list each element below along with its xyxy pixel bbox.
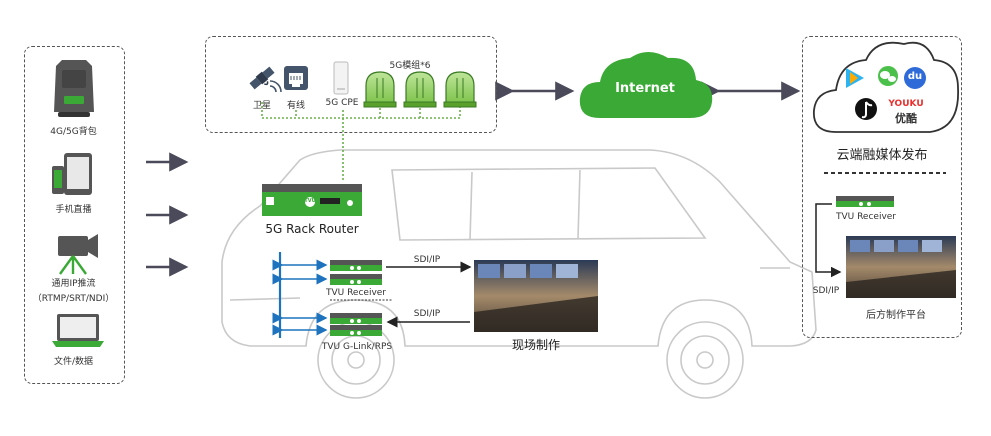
satellite-label: 卫星 [252,101,271,111]
remote-receiver-graphic [836,196,894,207]
wired-label: 有线 [286,101,305,111]
publish-cloud [813,41,959,133]
phone-icon-graphic [52,153,92,195]
ip-stream-label: 通用IP推流 [51,279,96,289]
uplinks-panel [205,36,497,133]
source-arrows [146,152,189,277]
internet-cloud [579,52,713,118]
backpack-label: 4G/5G背包 [50,127,97,137]
camera-icon-graphic [58,234,98,275]
laptop-icon-graphic [52,314,104,347]
module-icons-graphic [363,71,477,108]
onsite-receivers-graphic [330,260,392,336]
sources-panel [24,46,125,384]
uplink-dotted [261,102,461,182]
modules-label: 5G模组*6 [389,61,431,71]
onsite-production-label: 现场制作 [511,338,560,352]
remote-platform-label: 后方制作平台 [866,310,926,321]
app-logos-graphic [846,66,926,120]
cloud-panel [802,36,962,338]
remote-receiver-label: TVU Receiver [835,212,897,222]
onsite-studio-graphic [474,260,598,332]
baidu-logo-text: du [907,71,923,82]
onsite-sdi-top: SDI/IP [413,255,441,265]
cloud-publish-label: 云端融媒体发布 [836,148,928,163]
internet-label: Internet [615,81,675,96]
onsite-sdi-bottom: SDI/IP [413,309,441,319]
router-to-devices-arrows [272,259,328,336]
remote-platform-graphic [846,236,956,298]
youku-logo-bottom: 优酷 [895,112,917,125]
ethernet-icon-graphic [284,66,308,90]
car-outline [221,149,817,399]
remote-sdi-label: SDI/IP [812,286,840,296]
satellite-icon-graphic [249,66,275,90]
rack-router-graphic [262,184,362,216]
cpe-label: 5G CPE [325,98,359,108]
backpack-icon-graphic [54,60,94,117]
ip-stream-protocols: （RTMP/SRT/NDI） [32,294,115,304]
cpe-icon-graphic [333,61,349,95]
phone-label: 手机直播 [55,205,92,215]
files-label: 文件/数据 [53,357,94,367]
onsite-glink-label: TVU G-Link/RPS [321,342,393,352]
youku-logo-top: YOUKU [888,99,924,109]
onsite-receiver-label: TVU Receiver [325,288,387,298]
router-label: 5G Rack Router [265,222,359,236]
router-badge: TVU [304,198,316,204]
